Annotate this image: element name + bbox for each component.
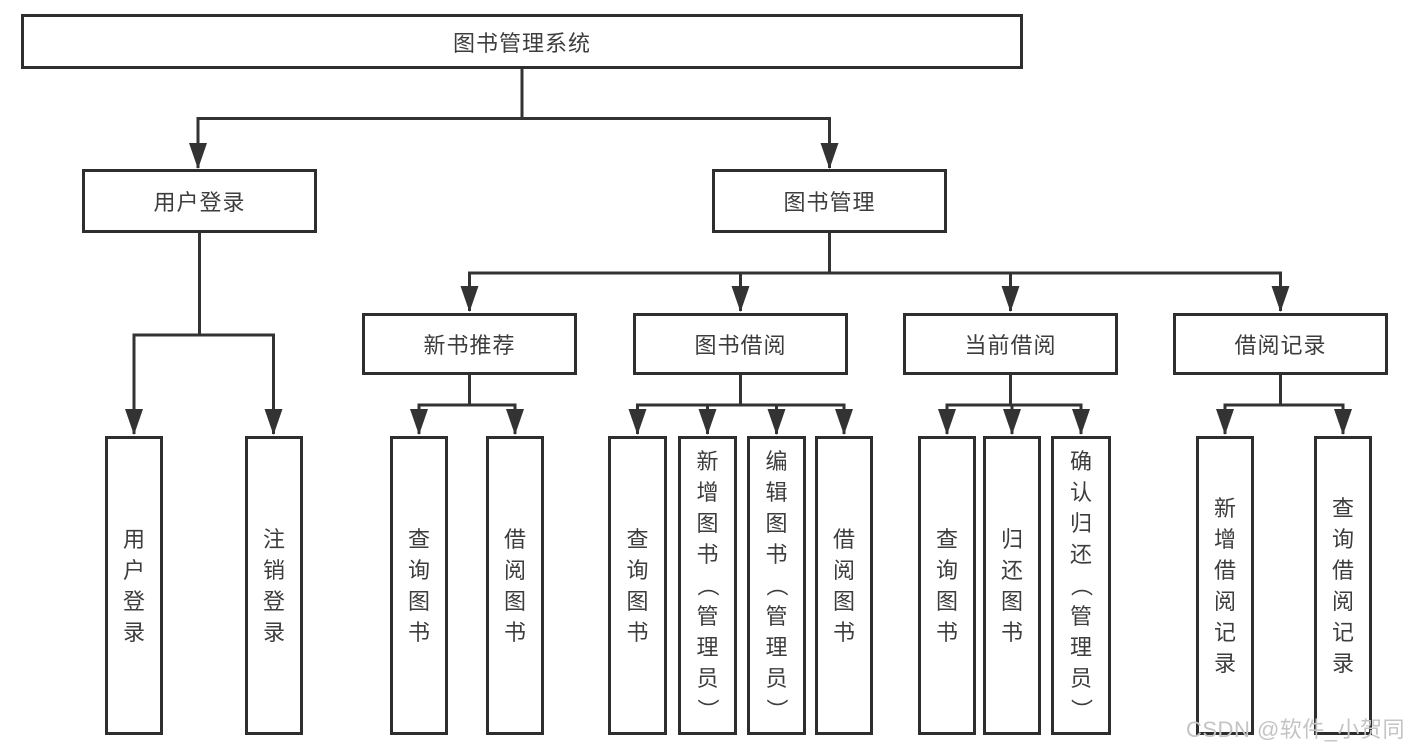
node-book-borrowing: 图书借阅 xyxy=(633,313,848,375)
node-current-borrowing: 当前借阅 xyxy=(903,313,1118,375)
leaf-search-books-recommend: 查询图书 xyxy=(390,436,448,735)
node-label: 借阅记录 xyxy=(1234,333,1327,358)
node-label: 图书管理 xyxy=(783,190,876,215)
leaf-user-login: 用户登录 xyxy=(105,436,163,735)
node-label: 图书管理系统 xyxy=(452,30,591,56)
node-new-book-recommendation: 新书推荐 xyxy=(362,313,577,375)
node-label: 当前借阅 xyxy=(964,333,1057,358)
node-label: 用户登录 xyxy=(153,190,246,215)
leaf-search-borrow-record: 查询借阅记录 xyxy=(1314,436,1372,735)
leaf-add-borrow-record: 新增借阅记录 xyxy=(1196,436,1254,735)
leaf-edit-books-admin: 编辑图书（管理员） xyxy=(747,436,806,735)
leaf-search-books-current: 查询图书 xyxy=(918,436,976,735)
node-label: 图书借阅 xyxy=(694,333,787,358)
node-label: 新书推荐 xyxy=(423,333,516,358)
leaf-return-books: 归还图书 xyxy=(983,436,1041,735)
node-book-management: 图书管理 xyxy=(712,169,947,233)
leaf-borrow-books-recommend: 借阅图书 xyxy=(486,436,544,735)
node-library-management-system: 图书管理系统 xyxy=(21,14,1023,69)
leaf-add-books-admin: 新增图书（管理员） xyxy=(678,436,737,735)
csdn-watermark: CSDN @软件_小贺同学 xyxy=(1186,717,1405,742)
node-borrowing-records: 借阅记录 xyxy=(1173,313,1388,375)
leaf-logout: 注销登录 xyxy=(245,436,303,735)
leaf-confirm-return-admin: 确认归还（管理员） xyxy=(1051,436,1111,735)
node-user-login: 用户登录 xyxy=(82,169,317,233)
leaf-borrow-books: 借阅图书 xyxy=(815,436,873,735)
leaf-search-books-borrowing: 查询图书 xyxy=(608,436,667,735)
